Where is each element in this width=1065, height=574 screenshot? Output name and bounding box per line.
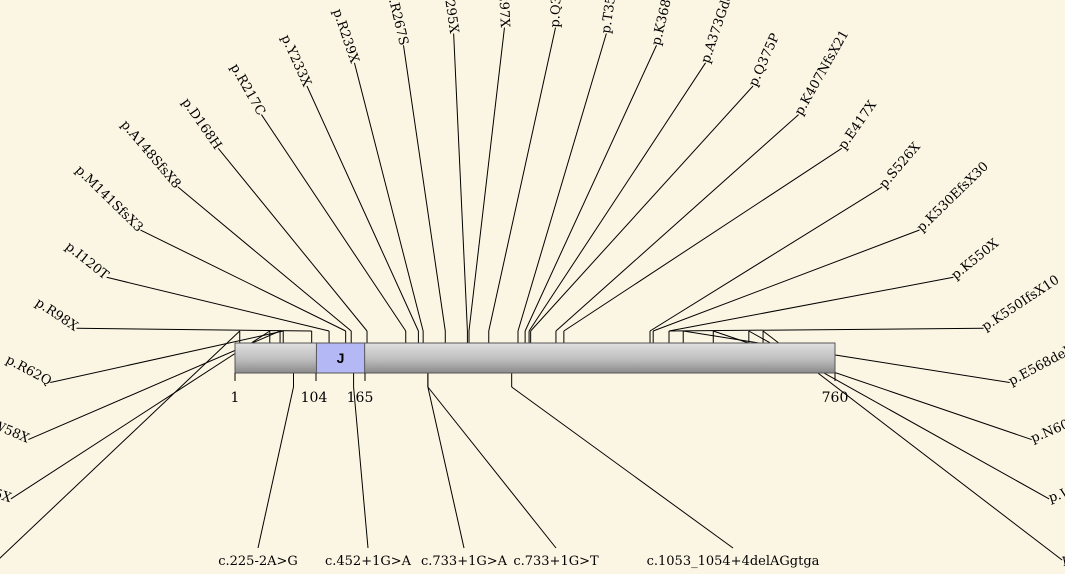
variant-12: p.R267S <box>383 0 446 343</box>
variant-label: p.D168H <box>178 96 224 153</box>
variant-15: p.Q322SfsX5 <box>488 0 567 343</box>
variant-label: p.N606RfsX2 <box>1029 399 1065 447</box>
variant-21: p.E417X <box>563 98 881 343</box>
variant-leader-line <box>555 114 799 332</box>
variant-leader-line <box>488 27 557 332</box>
variant-leader-line <box>524 45 657 332</box>
variant-leader-line <box>306 85 419 332</box>
variant-label: p.I120T <box>62 239 111 283</box>
splice-variant-layer: c.225-2A>G c.452+1G>A c.733+1G>A c.733+1G>T… <box>218 373 820 569</box>
splice-label: c.225-2A>G <box>218 554 298 569</box>
splice-leader-line <box>427 386 557 549</box>
variant-label: p.T359X <box>599 0 622 35</box>
j-domain-label: J <box>337 350 345 366</box>
variant-1: p.R45X <box>0 330 271 506</box>
splice-variant-1: c.452+1G>A <box>325 373 412 569</box>
splice-variant-0: c.225-2A>G <box>218 373 298 569</box>
variant-label: p.H669RfsX41 <box>1061 533 1065 568</box>
variant-leader-line <box>217 147 368 332</box>
variant-23: p.K530EfsX30 <box>652 159 992 343</box>
variant-6: p.M141SfsX3 <box>72 163 347 343</box>
variant-label: p.M141SfsX3 <box>72 163 146 236</box>
variant-5: p.I120T <box>62 239 330 343</box>
splice-label: c.1053_1054+4delAGgtga <box>647 554 820 569</box>
variant-label: p.R239X <box>329 7 362 66</box>
variant-leader-line <box>528 62 706 332</box>
variant-label: p.C295X <box>438 0 461 35</box>
position-label-domain-start: 104 <box>301 390 328 406</box>
variant-label: p.K550IfsX10 <box>979 273 1062 335</box>
variant-leader-line <box>50 330 284 384</box>
variant-leader-line <box>0 330 241 559</box>
variant-7: p.A148SfsX8 <box>117 118 352 343</box>
variant-14: p.Y297X <box>468 0 512 343</box>
variant-22: p.S526X <box>649 139 924 343</box>
variant-leader-line <box>260 114 407 332</box>
variant-label: p.K407NfsX21 <box>792 28 852 119</box>
variant-leader-line <box>668 327 984 332</box>
variant-17: p.K368FSX46 <box>524 0 685 343</box>
splice-leader-line <box>511 386 734 549</box>
splice-label: c.733+1G>A <box>421 554 508 569</box>
variant-leader-line <box>668 276 954 332</box>
variant-label: p.S526X <box>876 139 924 192</box>
variant-label: p.Y297X <box>494 0 512 29</box>
variant-10: p.Y233X <box>278 33 419 343</box>
variant-leader-line <box>653 229 920 332</box>
variant-label: p.A148SfsX8 <box>117 118 183 192</box>
variant-label: p.W58X <box>0 413 32 447</box>
variant-leader-line <box>530 85 754 332</box>
variant-13: p.C295X <box>438 0 468 343</box>
variant-label: p.Y233X <box>278 33 315 90</box>
position-ticks: 1 104 165 760 <box>231 373 849 406</box>
variant-8: p.D168H <box>178 96 368 343</box>
splice-leader-line <box>427 386 465 549</box>
splice-leader-line <box>353 386 369 549</box>
variant-label: p.R45X <box>0 477 14 506</box>
variant-leader-line <box>649 186 883 332</box>
splice-leader-line <box>257 386 294 549</box>
variant-leader-line <box>10 330 271 500</box>
position-label-domain-end: 165 <box>347 390 374 406</box>
variant-label: p.R98X <box>32 295 81 334</box>
j-domain-box <box>315 342 366 374</box>
variant-label: p.K530EfsX30 <box>914 159 992 235</box>
variant-leader-line <box>106 276 330 332</box>
variant-label: p.R267S <box>383 0 411 47</box>
variant-label: p.R217C <box>227 61 268 118</box>
variant-24: p.K550X <box>668 236 1003 343</box>
variant-label: p.E568del <box>1006 344 1065 389</box>
variant-label: p.A373Gdel3aa <box>698 0 745 65</box>
variant-label: p.R62Q <box>3 353 54 390</box>
splice-variant-4: c.1053_1054+4delAGgtga <box>511 373 820 569</box>
variant-leader-line <box>353 62 424 332</box>
variant-label: p.W651G <box>1047 474 1065 507</box>
variant-label: p.E417X <box>836 98 881 153</box>
variant-leader-line <box>76 327 312 332</box>
splice-label: c.733+1G>T <box>513 554 599 569</box>
splice-variant-3: c.733+1G>T <box>427 373 599 569</box>
variant-label: p.Q322SfsX5 <box>548 0 567 28</box>
position-label-start: 1 <box>231 390 240 406</box>
variant-9: p.R217C <box>227 61 407 343</box>
variant-leader-line <box>563 147 843 332</box>
variant-label: p.K368FSX46 <box>649 0 685 47</box>
variant-leader-line <box>453 33 468 332</box>
position-label-end: 760 <box>822 390 849 406</box>
variant-20: p.K407NfsX21 <box>555 28 852 343</box>
variant-16: p.T359X <box>517 0 622 343</box>
variant-leader-line <box>517 33 607 332</box>
variant-leader-line <box>468 27 505 332</box>
variant-label: p.K550X <box>949 236 1003 283</box>
splice-label: c.452+1G>A <box>325 554 412 569</box>
variant-11: p.R239X <box>329 7 424 343</box>
variant-label: p.Q375P <box>746 31 783 89</box>
variant-leader-line <box>402 45 446 332</box>
variant-leader-line <box>140 229 346 332</box>
variant-leader-line <box>177 186 352 332</box>
